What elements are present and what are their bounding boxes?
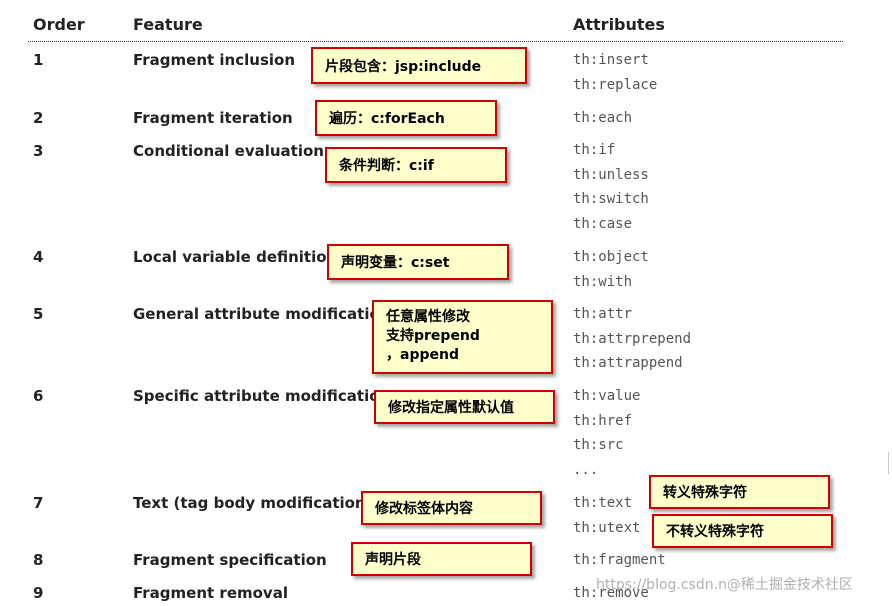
row-3-order: 3 — [33, 142, 44, 160]
row-8-order: 8 — [33, 551, 44, 569]
row-4-feature: Local variable definition — [133, 248, 338, 266]
attribute-value: th:switch — [573, 191, 649, 208]
row-6-order: 6 — [33, 387, 44, 405]
row-7-escape-note: 转义特殊字符 — [649, 475, 830, 509]
row-2-order: 2 — [33, 109, 44, 127]
header-order: Order — [33, 15, 85, 34]
row-5-order: 5 — [33, 305, 44, 323]
row-7-note: 修改标签体内容 — [361, 491, 542, 525]
attribute-value: ... — [573, 461, 599, 478]
header-attributes: Attributes — [573, 15, 665, 34]
row-2-note: 遍历：c:forEach — [315, 100, 497, 136]
row-7-feature: Text (tag body modification) — [133, 494, 373, 512]
row-8-feature: Fragment specification — [133, 551, 327, 569]
attribute-value: th:src — [573, 437, 624, 454]
attribute-value: th:case — [573, 215, 633, 232]
row-7-unescape-note: 不转义特殊字符 — [652, 514, 833, 548]
attribute-value: th:object — [573, 249, 649, 265]
watermark: https://blog.csdn.n@稀土掘金技术社区 — [596, 577, 853, 593]
row-8-note: 声明片段 — [351, 542, 532, 576]
attribute-value: th:text — [573, 495, 633, 511]
attribute-value: th:attrprepend — [573, 330, 692, 347]
row-1-order: 1 — [33, 51, 44, 69]
attribute-value: th:insert — [573, 52, 649, 68]
row-9-feature: Fragment removal — [133, 584, 288, 602]
attribute-value: th:unless — [573, 166, 649, 183]
row-1-note: 片段包含：jsp:include — [311, 47, 527, 84]
row-6-feature: Specific attribute modification — [133, 387, 391, 405]
attribute-value: th:fragment — [573, 552, 666, 568]
attribute-value: th:value — [573, 388, 641, 404]
row-6-attributes: th:value th:href th:src ... — [573, 384, 640, 482]
header-divider — [28, 41, 843, 42]
edge-mark — [888, 452, 892, 474]
row-4-note: 声明变量：c:set — [327, 244, 509, 280]
row-9-attributes: th:remove — [573, 581, 649, 606]
attribute-value: th:replace — [573, 76, 658, 93]
row-7-order: 7 — [33, 494, 44, 512]
row-1-attributes: th:insert th:replace — [573, 48, 657, 97]
attribute-value: th:if — [573, 142, 616, 158]
attribute-value: th:with — [573, 273, 633, 290]
row-5-note: 任意属性修改 支持prepend ，append — [372, 300, 553, 374]
row-2-feature: Fragment iteration — [133, 109, 293, 127]
row-8-attributes: th:fragment — [573, 548, 666, 573]
attribute-value: th:href — [573, 412, 633, 429]
attribute-value: th:utext — [573, 519, 641, 536]
row-2-attributes: th:each — [573, 106, 632, 131]
row-3-note: 条件判断：c:if — [325, 147, 507, 183]
row-5-attributes: th:attr th:attrprepend th:attrappend — [573, 302, 691, 376]
row-1-feature: Fragment inclusion — [133, 51, 296, 69]
row-6-note: 修改指定属性默认值 — [374, 390, 555, 424]
row-4-attributes: th:object th:with — [573, 245, 649, 294]
header-feature: Feature — [133, 15, 203, 34]
attribute-value: th:remove — [573, 585, 649, 601]
row-9-order: 9 — [33, 584, 44, 602]
row-3-feature: Conditional evaluation — [133, 142, 324, 160]
attribute-value: th:each — [573, 110, 633, 126]
attribute-value: th:attr — [573, 306, 633, 322]
row-3-attributes: th:if th:unless th:switch th:case — [573, 138, 649, 236]
attribute-value: th:attrappend — [573, 355, 683, 372]
row-5-feature: General attribute modification — [133, 305, 391, 323]
row-7-attributes: th:text th:utext — [573, 491, 640, 540]
row-4-order: 4 — [33, 248, 44, 266]
